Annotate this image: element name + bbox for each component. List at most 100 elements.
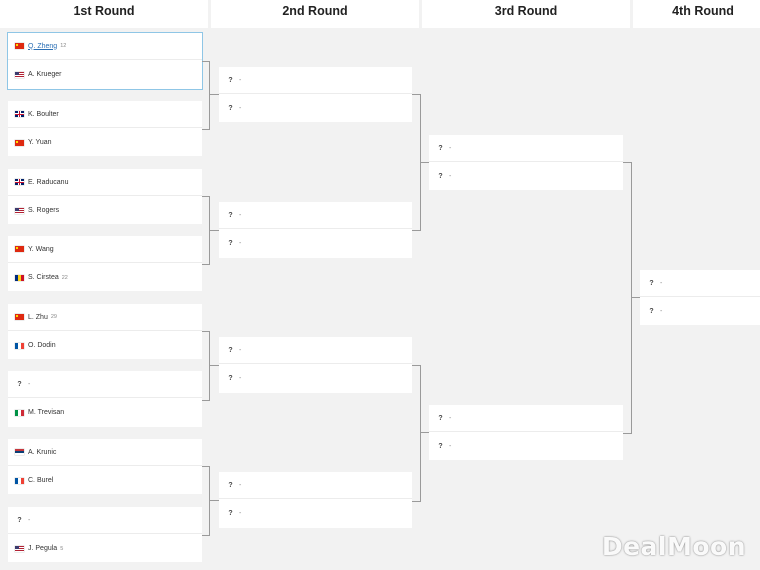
unknown-player-icon: ? <box>228 105 233 112</box>
unknown-player-icon: ? <box>438 144 443 152</box>
player-slot[interactable]: L. Zhu 29 <box>8 304 202 331</box>
player-slot[interactable]: ? - <box>429 433 623 460</box>
uk-flag-icon <box>15 179 24 185</box>
player-slot[interactable]: C. Burel <box>8 467 202 494</box>
player-slot[interactable]: ? - <box>219 500 412 527</box>
match-r1-6[interactable]: ? - M. Trevisan <box>8 371 202 427</box>
player-slot[interactable]: ? - <box>8 371 202 398</box>
player-slot[interactable]: ? - <box>429 163 623 190</box>
player-slot[interactable]: S. Cirstea 22 <box>8 264 202 291</box>
player-name: - <box>239 481 242 489</box>
player-slot[interactable]: A. Krunic <box>8 439 202 466</box>
player-name: - <box>239 211 242 219</box>
china-flag-icon <box>15 314 24 320</box>
match-r4-1[interactable]: ? - ? - <box>640 270 760 325</box>
unknown-player-icon: ? <box>228 375 233 382</box>
match-r1-1[interactable]: Q. Zheng 12 A. Krueger <box>7 32 203 90</box>
player-slot[interactable]: Y. Wang <box>8 236 202 263</box>
player-slot[interactable]: ? - <box>219 337 412 364</box>
match-r2-4[interactable]: ? - ? - <box>219 472 412 528</box>
player-name: J. Pegula <box>28 545 58 552</box>
china-flag-icon <box>15 246 24 252</box>
player-name: M. Trevisan <box>28 409 65 416</box>
unknown-player-icon: ? <box>17 516 22 524</box>
match-r2-3[interactable]: ? - ? - <box>219 337 412 393</box>
italy-flag-icon <box>15 409 24 416</box>
player-seed: 5 <box>60 545 64 552</box>
player-slot[interactable]: ? - <box>8 507 202 534</box>
player-slot[interactable]: ? - <box>219 95 412 122</box>
match-r2-1[interactable]: ? - ? - <box>219 67 412 122</box>
player-slot[interactable]: A. Krueger <box>8 61 202 88</box>
player-seed: 22 <box>61 274 68 281</box>
player-name: L. Zhu <box>28 313 48 321</box>
player-slot[interactable]: J. Pegula 5 <box>8 535 202 562</box>
bracket-connector <box>631 297 640 298</box>
bracket-connector <box>202 331 210 401</box>
unknown-player-icon: ? <box>438 414 443 422</box>
player-slot[interactable]: ? - <box>219 472 412 499</box>
player-slot[interactable]: ? - <box>219 230 412 257</box>
match-r1-4[interactable]: Y. Wang S. Cirstea 22 <box>8 236 202 291</box>
player-name: - <box>239 375 242 382</box>
match-r3-1[interactable]: ? - ? - <box>429 135 623 190</box>
player-name: A. Krueger <box>28 71 62 78</box>
player-slot[interactable]: ? - <box>429 405 623 432</box>
unknown-player-icon: ? <box>228 76 233 84</box>
unknown-player-icon: ? <box>649 279 654 287</box>
player-name: - <box>449 173 452 180</box>
player-name: S. Rogers <box>28 207 60 214</box>
match-r1-7[interactable]: A. Krunic C. Burel <box>8 439 202 494</box>
player-slot[interactable]: Y. Yuan <box>8 129 202 156</box>
player-name: C. Burel <box>28 477 54 484</box>
player-name: Y. Yuan <box>28 139 52 146</box>
player-slot[interactable]: S. Rogers <box>8 197 202 224</box>
player-slot[interactable]: ? - <box>219 365 412 392</box>
match-r1-2[interactable]: K. Boulter Y. Yuan <box>8 101 202 156</box>
player-slot[interactable]: E. Raducanu <box>8 169 202 196</box>
player-name: - <box>28 380 31 388</box>
player-slot[interactable]: ? - <box>429 135 623 162</box>
player-slot[interactable]: Q. Zheng 12 <box>8 33 202 60</box>
unknown-player-icon: ? <box>649 308 654 315</box>
player-slot[interactable]: M. Trevisan <box>8 399 202 426</box>
player-name[interactable]: Q. Zheng <box>28 42 58 50</box>
match-r3-2[interactable]: ? - ? - <box>429 405 623 460</box>
usa-flag-icon <box>15 207 24 214</box>
match-r1-5[interactable]: L. Zhu 29 O. Dodin <box>8 304 202 359</box>
player-name: S. Cirstea <box>28 274 59 281</box>
bracket-connector <box>209 500 219 501</box>
player-name: O. Dodin <box>28 342 56 349</box>
france-flag-icon <box>15 342 24 349</box>
player-name: Y. Wang <box>28 245 54 253</box>
bracket-connector <box>420 162 429 163</box>
player-name: - <box>239 346 242 354</box>
round-header-1: 1st Round <box>0 0 208 28</box>
player-name: - <box>239 105 242 112</box>
player-seed: 29 <box>50 314 57 320</box>
match-r2-2[interactable]: ? - ? - <box>219 202 412 258</box>
bracket-connector <box>420 432 429 433</box>
match-r1-3[interactable]: E. Raducanu S. Rogers <box>8 169 202 224</box>
round-header-4: 4th Round <box>633 0 760 28</box>
player-name: - <box>239 76 242 84</box>
unknown-player-icon: ? <box>228 346 233 354</box>
player-name: - <box>449 443 452 450</box>
player-slot[interactable]: ? - <box>640 298 760 325</box>
player-slot[interactable]: ? - <box>219 202 412 229</box>
player-name: - <box>239 510 242 517</box>
player-slot[interactable]: O. Dodin <box>8 332 202 359</box>
china-flag-icon <box>15 139 24 146</box>
bracket-connector <box>202 61 210 130</box>
unknown-player-icon: ? <box>228 510 233 517</box>
player-name: E. Raducanu <box>28 178 69 186</box>
player-slot[interactable]: ? - <box>640 270 760 297</box>
player-slot[interactable]: K. Boulter <box>8 101 202 128</box>
round-header-3: 3rd Round <box>422 0 630 28</box>
player-name: - <box>660 279 663 287</box>
serbia-flag-icon <box>15 449 24 455</box>
unknown-player-icon: ? <box>228 211 233 219</box>
player-name: K. Boulter <box>28 110 59 118</box>
match-r1-8[interactable]: ? - J. Pegula 5 <box>8 507 202 562</box>
player-slot[interactable]: ? - <box>219 67 412 94</box>
